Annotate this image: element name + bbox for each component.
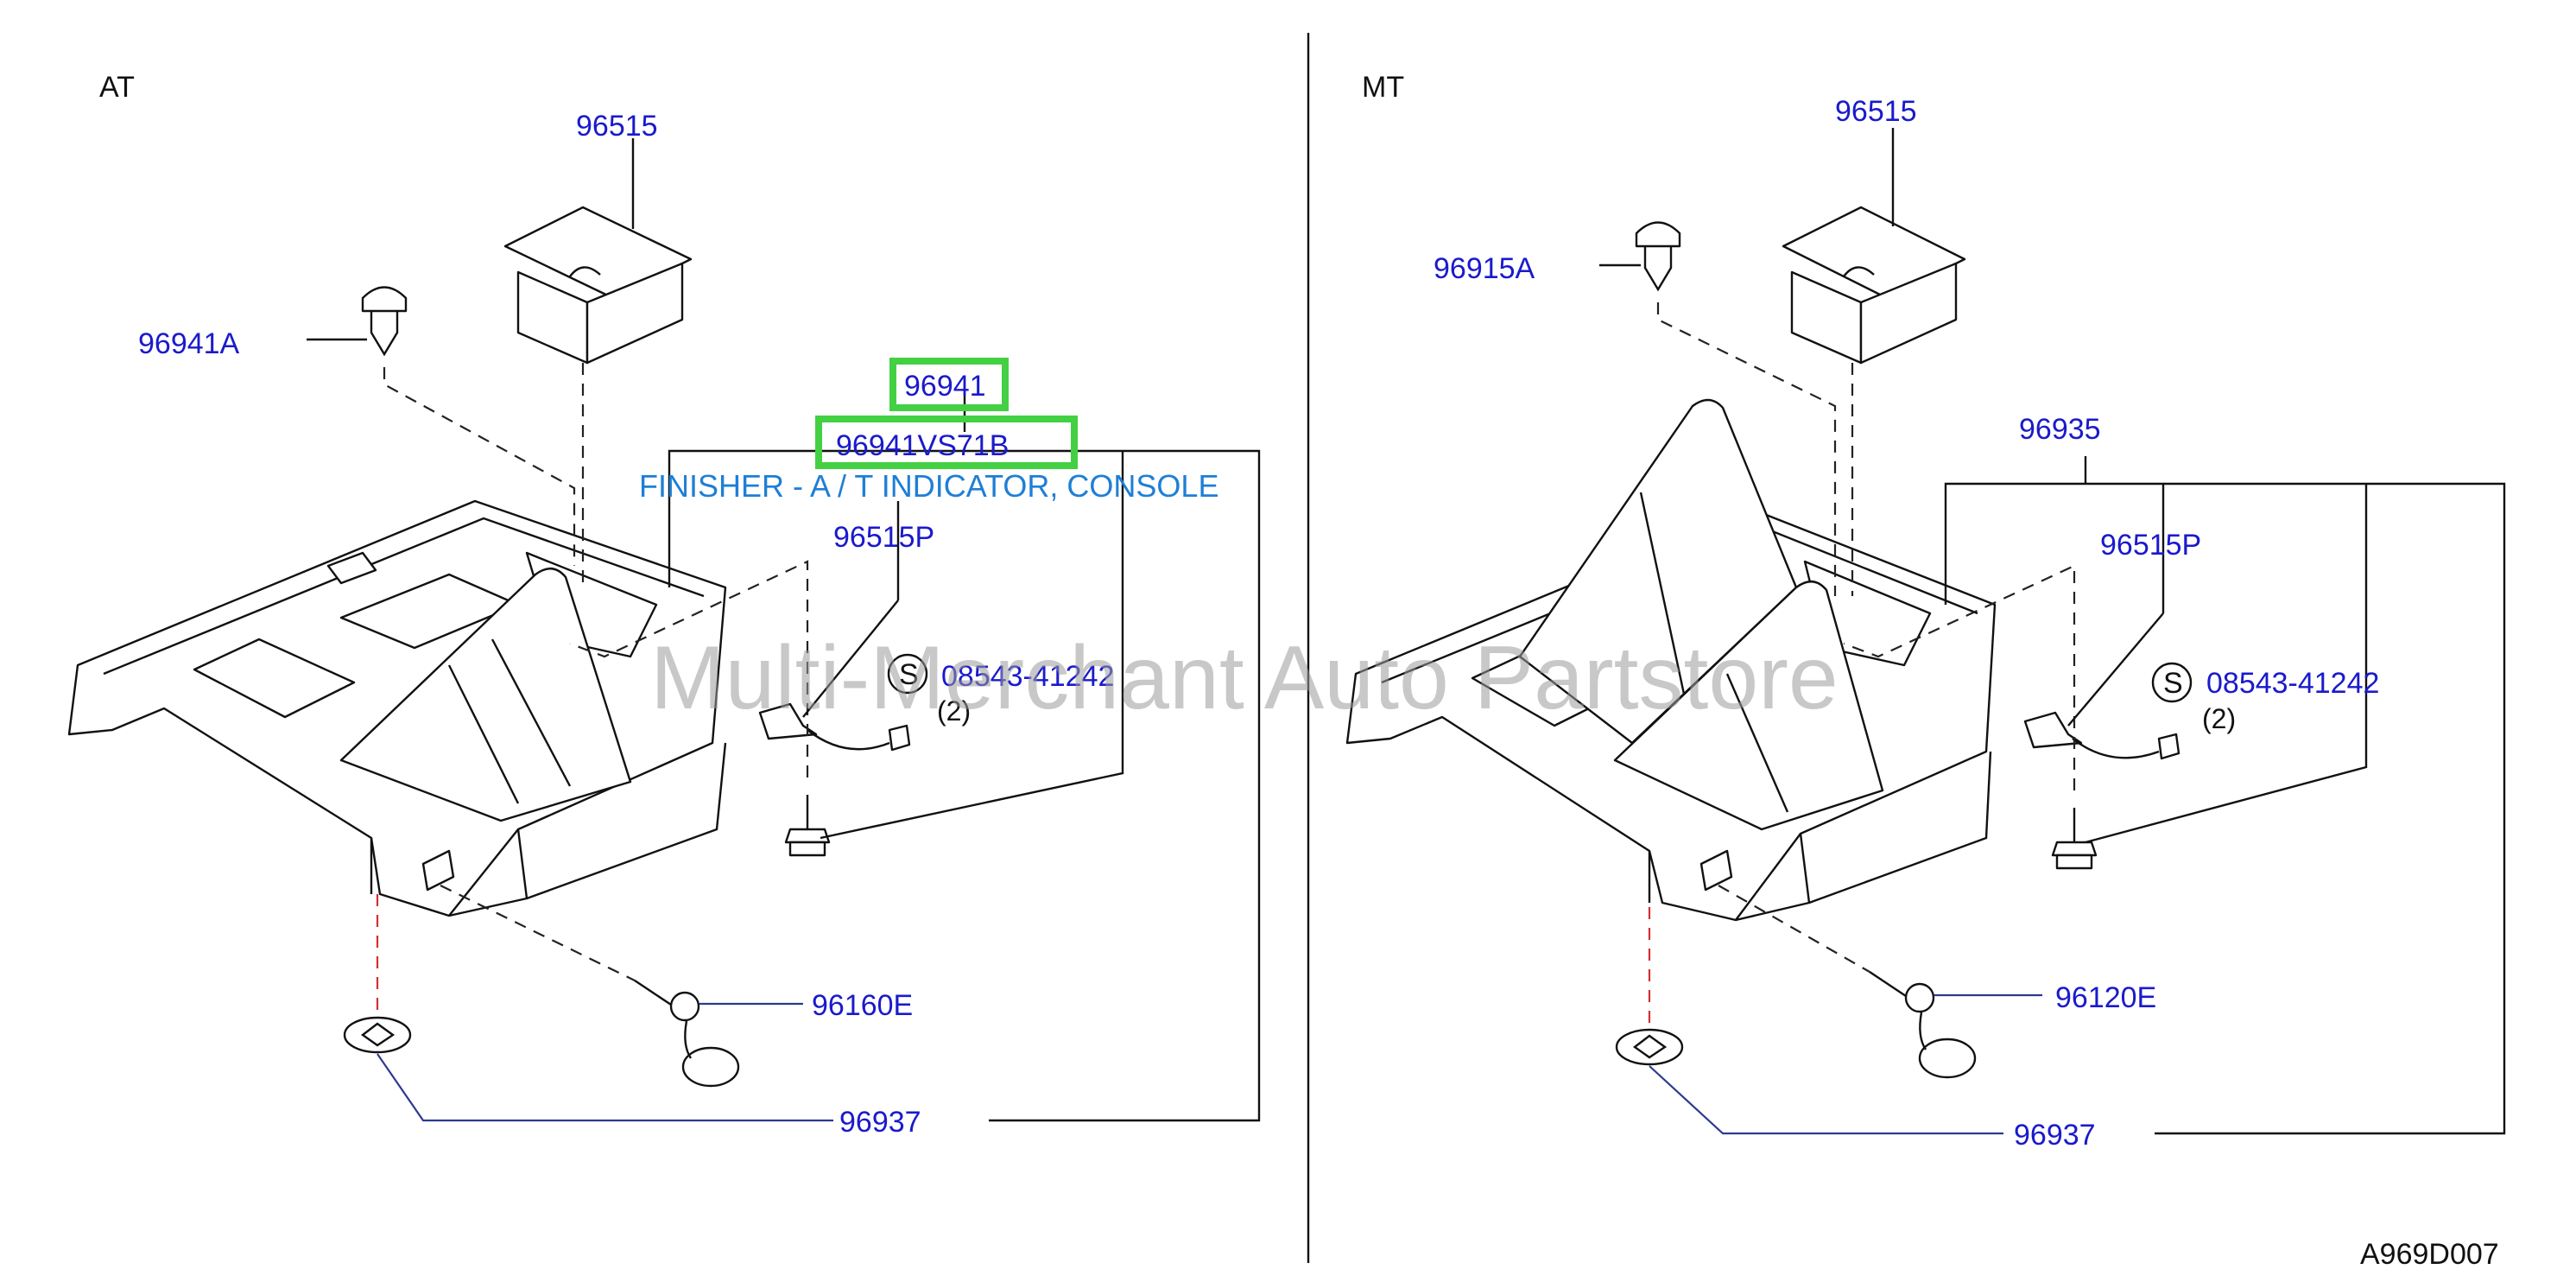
dash-clip-at bbox=[383, 367, 576, 566]
bracket-frame-mt bbox=[1944, 482, 2506, 1135]
part-96935-mt[interactable]: 96935 bbox=[2019, 413, 2101, 446]
screw-symbol-circle-mt bbox=[2151, 662, 2193, 703]
cap-mt bbox=[1869, 971, 1977, 1079]
screw-at bbox=[784, 795, 831, 857]
panel-mt: MT bbox=[1345, 71, 2506, 1152]
connector-at bbox=[758, 702, 911, 752]
console-body-at bbox=[67, 499, 727, 917]
leader-connector-tip-at bbox=[802, 600, 899, 718]
part-96515p-mt[interactable]: 96515P bbox=[2100, 529, 2201, 562]
screw-qty-at: (2) bbox=[937, 695, 971, 727]
bracket-inner-mt bbox=[2085, 484, 2368, 844]
leader-connector-tip-mt bbox=[2067, 612, 2164, 727]
grommet-at bbox=[343, 1016, 412, 1054]
dash-screw-at bbox=[569, 560, 809, 777]
bezel-mt bbox=[1782, 206, 1966, 365]
screw-symbol-at: S bbox=[899, 658, 919, 691]
screw-qty-mt: (2) bbox=[2202, 703, 2236, 734]
part-96941[interactable]: 96941 bbox=[904, 370, 986, 403]
panel-at: AT bbox=[67, 71, 1261, 1139]
part-96515-mt[interactable]: 96515 bbox=[1835, 95, 1917, 128]
panel-label-at: AT bbox=[99, 71, 135, 104]
leader-grommet-at bbox=[377, 1053, 833, 1122]
leader-grommet-mt bbox=[1649, 1065, 2003, 1135]
part-96515p-at[interactable]: 96515P bbox=[833, 521, 934, 554]
bracket-inner-at bbox=[820, 451, 1124, 840]
part-96937-mt[interactable]: 96937 bbox=[2014, 1119, 2096, 1152]
dash-screw-mt bbox=[1843, 564, 2076, 790]
part-96515-at[interactable]: 96515 bbox=[576, 110, 658, 143]
watermark: Multi-Merchant Auto Partstore bbox=[650, 628, 1839, 728]
connector-mt bbox=[2023, 711, 2180, 760]
part-96937-at[interactable]: 96937 bbox=[839, 1106, 921, 1139]
bracket-frame-at bbox=[668, 449, 1261, 1122]
part-96915a-mt[interactable]: 96915A bbox=[1434, 252, 1535, 285]
highlight-96941 bbox=[889, 358, 1009, 411]
dash-clip-mt bbox=[1656, 302, 1837, 596]
part-96160e-at[interactable]: 96160E bbox=[812, 989, 913, 1022]
part-96941vs71b[interactable]: 96941VS71B bbox=[836, 429, 1009, 462]
part-96120e-mt[interactable]: 96120E bbox=[2055, 981, 2156, 1014]
dash-cap-mt bbox=[1718, 885, 1870, 973]
dash-cap-at bbox=[440, 885, 636, 981]
part-96941a-at[interactable]: 96941A bbox=[138, 327, 240, 360]
clip-mt bbox=[1635, 221, 1681, 292]
screw-symbol-mt: S bbox=[2163, 667, 2183, 700]
part-08543-41242-at[interactable]: 08543-41242 bbox=[941, 660, 1114, 693]
finisher-description: FINISHER - A / T INDICATOR, CONSOLE bbox=[639, 468, 1218, 504]
part-08543-41242-mt[interactable]: 08543-41242 bbox=[2206, 667, 2379, 700]
clip-at bbox=[361, 286, 408, 357]
console-body-mt bbox=[1345, 398, 1997, 922]
diagram-reference: A969D007 bbox=[2360, 1238, 2499, 1271]
grommet-mt bbox=[1615, 1028, 1684, 1066]
cap-at bbox=[634, 980, 740, 1088]
panel-label-mt: MT bbox=[1362, 71, 1404, 104]
screw-mt bbox=[2051, 808, 2098, 870]
screw-symbol-circle-at bbox=[887, 653, 928, 695]
highlight-96941vs71b bbox=[815, 416, 1078, 469]
bezel-at bbox=[503, 206, 693, 365]
